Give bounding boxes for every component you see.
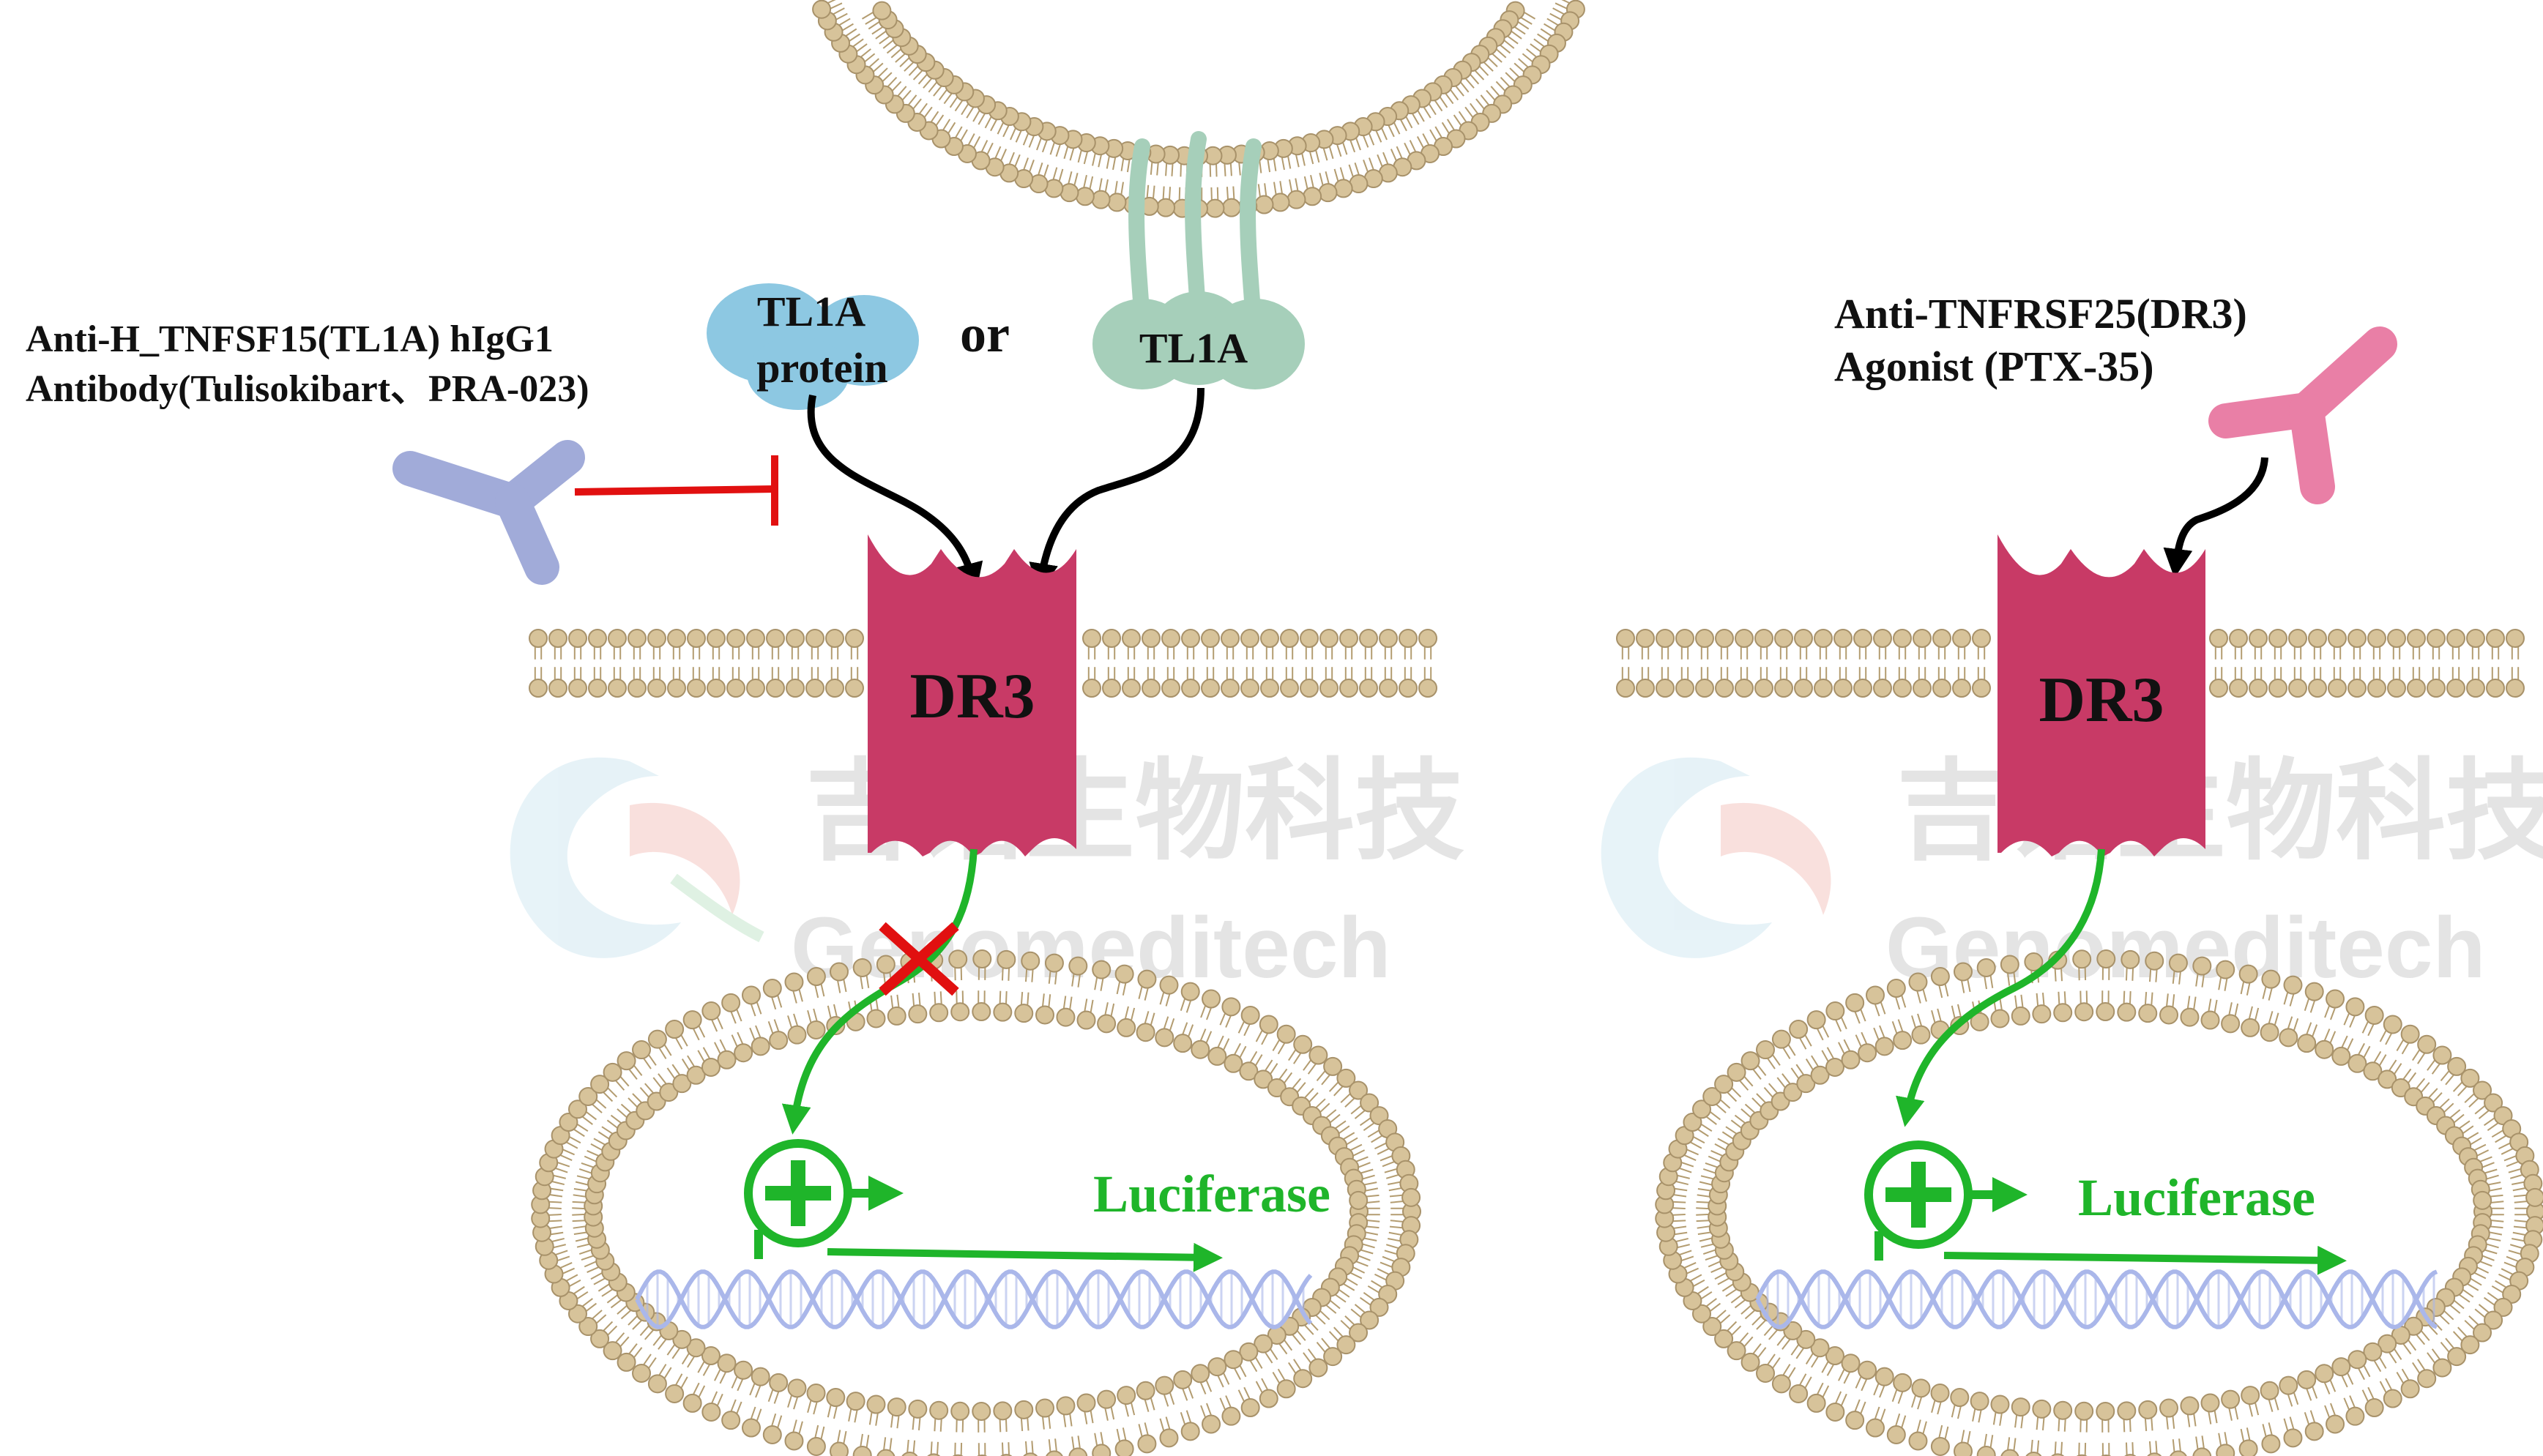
tl1a-protein-binding-arrow: [807, 395, 983, 593]
agonist-label-line1: Anti-TNFRSF25(DR3): [1834, 290, 2247, 337]
tl1a-protein-label-line2: protein: [756, 344, 887, 392]
left-transcription-arrow: [827, 1242, 1223, 1272]
watermark-cn-right: 吉诺生物科技: [1896, 748, 2543, 876]
right-plasma-membrane: [1616, 629, 2525, 698]
dr3-agonist-antibody: [2208, 326, 2397, 504]
anti-tl1a-antibody: [392, 440, 585, 585]
right-panel: Anti-TNFRSF25(DR3) Agonist (PTX-35) DR3 …: [1834, 290, 2397, 1275]
agonist-binding-arrow: [2163, 457, 2268, 578]
right-dna-helix: [1755, 1269, 2438, 1329]
right-plus-circle-icon: [1864, 1140, 2028, 1261]
watermark-en-left: Genomeditech: [791, 900, 1391, 996]
antibody-label-line1: Anti-H_TNFSF15(TL1A) hIgG1: [26, 318, 554, 360]
right-signal-path: [1896, 848, 2105, 1127]
right-nucleus-membrane: [1655, 949, 2543, 1456]
left-dr3-label: DR3: [909, 661, 1035, 732]
left-luciferase-label: Luciferase: [1093, 1165, 1330, 1223]
watermark-logo-left: [510, 757, 764, 958]
right-dr3-label: DR3: [2039, 665, 2164, 736]
watermark-en-right: Genomeditech: [1885, 900, 2486, 996]
tl1a-membrane-trimer: [1092, 291, 1305, 389]
tl1a-protein-label-line1: TL1A: [757, 288, 865, 335]
right-luciferase-label: Luciferase: [2078, 1168, 2315, 1227]
red-x-icon: [879, 922, 959, 996]
or-label: or: [960, 305, 1010, 363]
inhibition-bar-icon: [574, 455, 778, 526]
tl1a-membrane-binding-arrow: [1029, 387, 1205, 593]
tl1a-membrane-label: TL1A: [1139, 324, 1248, 372]
watermark-logo-right: [1601, 757, 1831, 958]
left-dna-helix: [635, 1269, 1313, 1329]
right-dr3-receptor: [1997, 534, 2205, 856]
left-nucleus-membrane: [531, 949, 1421, 1456]
left-plus-circle-icon: [744, 1139, 904, 1259]
antibody-label-line2: Antibody(Tulisokibart、PRA-023): [26, 368, 589, 410]
left-panel: TL1A TL1A protein or Anti-H_TNFSF15(TL1A…: [26, 131, 1330, 1272]
left-plasma-membrane: [529, 629, 1437, 698]
watermark: 吉诺生物科技 Genomeditech 吉诺生物科技 Genomeditech: [510, 748, 2543, 996]
agonist-label-line2: Agonist (PTX-35): [1834, 343, 2154, 390]
left-dr3-receptor: [868, 534, 1076, 856]
tl1a-protein-blob: [707, 283, 919, 410]
right-transcription-arrow: [1943, 1245, 2347, 1275]
